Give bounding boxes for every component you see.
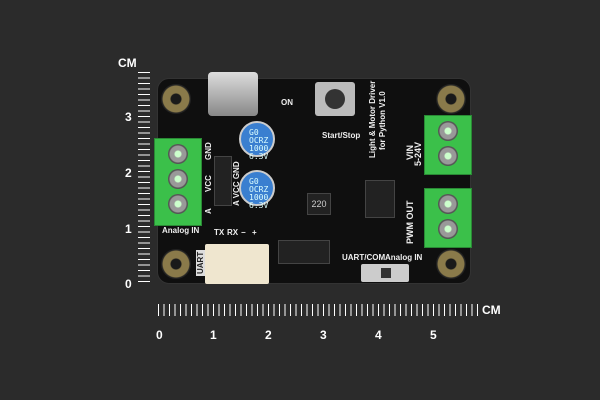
h-tick-1: 1 xyxy=(210,328,217,342)
analog-in-label: Analog IN xyxy=(162,226,200,235)
board-title-line1: Light & Motor Driver xyxy=(368,80,377,158)
uart-pin-plus: + xyxy=(252,228,257,237)
mount-hole xyxy=(161,249,191,279)
ruler-unit-horizontal: CM xyxy=(482,303,501,317)
uart-pin-rx: RX xyxy=(227,228,239,237)
v-tick-0: 0 xyxy=(125,277,132,291)
usb-c-port xyxy=(208,72,258,116)
mount-hole xyxy=(161,84,191,114)
ic-chip xyxy=(278,240,330,264)
vin-range-label: 5-24V xyxy=(413,141,423,166)
mosfet xyxy=(365,180,395,218)
uart-label: UART xyxy=(196,249,205,276)
on-label: ON xyxy=(281,98,293,107)
ruler-unit-vertical: CM xyxy=(118,56,137,70)
v-tick-2: 2 xyxy=(125,166,132,180)
pin-header xyxy=(214,156,232,206)
cap-text: 1000 xyxy=(249,144,269,153)
cap-text: G0 xyxy=(249,177,259,186)
start-stop-button[interactable] xyxy=(315,82,355,116)
cap-text: 6.3V xyxy=(249,201,269,210)
v-tick-1: 1 xyxy=(125,222,132,236)
pin-vcc: VCC xyxy=(204,175,213,192)
inductor: 220 xyxy=(307,193,331,215)
horizontal-ruler xyxy=(158,304,478,316)
vin-terminal xyxy=(424,115,472,175)
vertical-ruler xyxy=(138,72,150,286)
cap-text: OCRZ xyxy=(249,185,269,194)
pin-gnd: GND xyxy=(204,142,213,160)
cap-text: 6.3V xyxy=(249,152,269,161)
uart-pin-tx: TX xyxy=(214,228,225,237)
mount-hole xyxy=(436,249,466,279)
switch-label-analog: Analog IN xyxy=(385,253,423,262)
uart-pin-minus: − xyxy=(241,228,246,237)
mount-hole xyxy=(436,84,466,114)
start-stop-label: Start/Stop xyxy=(322,131,361,140)
mode-switch[interactable] xyxy=(361,264,409,282)
v-tick-3: 3 xyxy=(125,110,132,124)
pwm-out-label: PWM OUT xyxy=(405,200,415,245)
h-tick-2: 2 xyxy=(265,328,272,342)
h-tick-5: 5 xyxy=(430,328,437,342)
pin-a: A xyxy=(204,208,213,214)
analog-in-terminal xyxy=(154,138,202,226)
cap-text: 1000 xyxy=(249,193,269,202)
board-title-line2: for Python V1.0 xyxy=(378,91,387,150)
h-tick-3: 3 xyxy=(320,328,327,342)
h-tick-4: 4 xyxy=(375,328,382,342)
uart-connector[interactable] xyxy=(205,244,269,284)
switch-label-uart: UART/COM xyxy=(342,253,386,262)
cap-text: G0 xyxy=(249,128,259,137)
h-tick-0: 0 xyxy=(156,328,163,342)
cap-text: OCRZ xyxy=(249,136,269,145)
pwm-out-terminal xyxy=(424,188,472,248)
